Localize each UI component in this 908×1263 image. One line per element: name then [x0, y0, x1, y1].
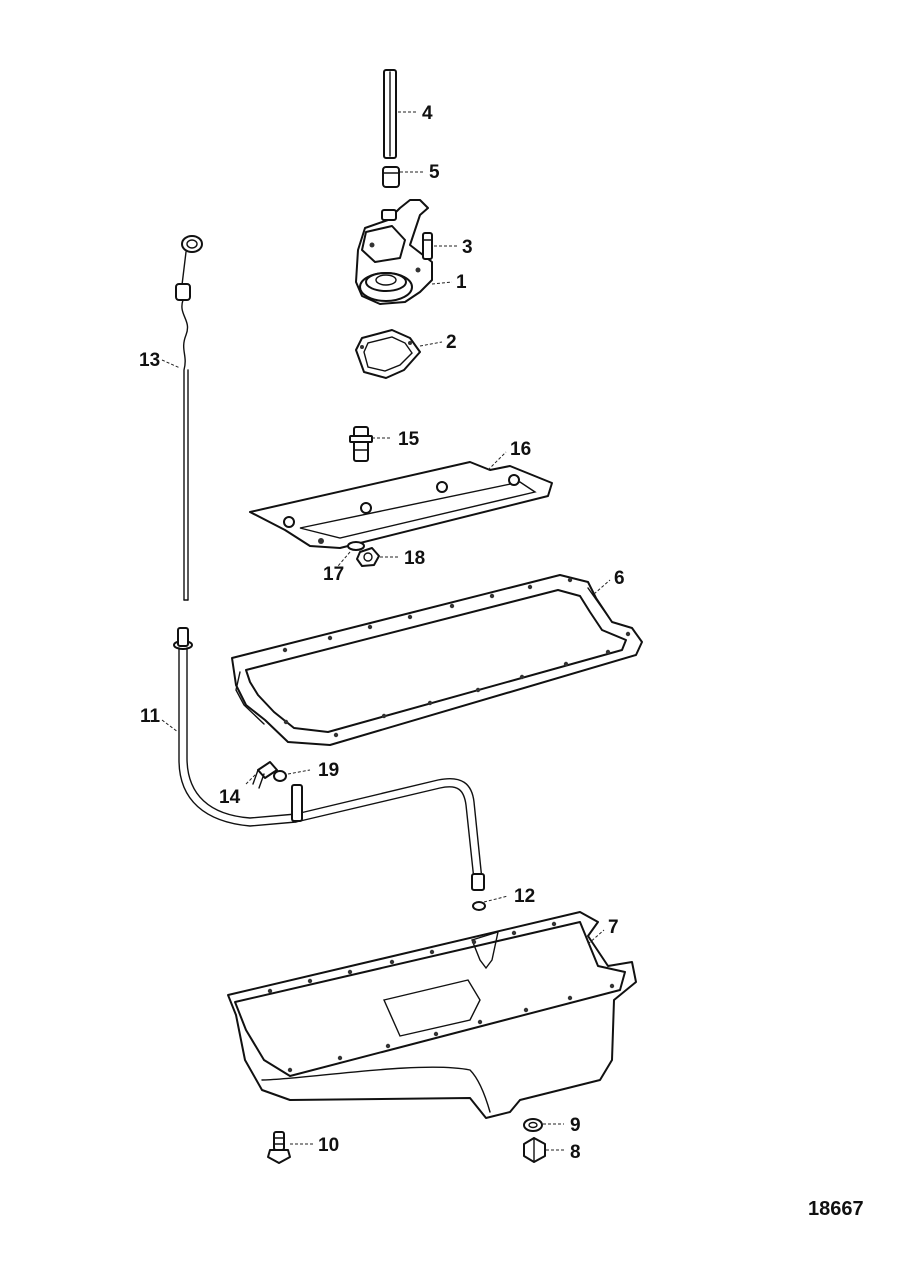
callout-8: 8: [570, 1142, 581, 1163]
callout-2: 2: [446, 332, 457, 353]
part-8-drain-plug[interactable]: [523, 1137, 546, 1163]
part-1-oil-pump[interactable]: [355, 199, 433, 305]
part-9-washer[interactable]: [523, 1118, 543, 1132]
part-4-pump-shaft[interactable]: [383, 69, 397, 159]
callout-18: 18: [404, 548, 425, 569]
callout-11: 11: [140, 706, 161, 727]
callout-13: 13: [139, 350, 160, 371]
callout-10: 10: [318, 1135, 339, 1156]
part-14-bolt[interactable]: [252, 761, 278, 789]
part-19-washer[interactable]: [273, 770, 287, 782]
leader-lines: [161, 111, 611, 1151]
callout-15: 15: [398, 429, 420, 450]
part-15-stud[interactable]: [349, 426, 373, 462]
callout-labels: 4 5 3 1 2 13 15 16 17 18 6 11 19 14 12 7…: [139, 103, 625, 1163]
callout-4: 4: [422, 103, 433, 124]
callout-3: 3: [462, 237, 473, 258]
part-5-coupling[interactable]: [382, 166, 400, 188]
figure-number: 18667: [808, 1198, 864, 1220]
callout-17: 17: [323, 564, 344, 585]
callout-7: 7: [608, 917, 619, 938]
callout-6: 6: [614, 568, 625, 589]
callout-5: 5: [429, 162, 440, 183]
callout-1: 1: [456, 272, 467, 293]
part-11-dipstick-tube[interactable]: [173, 627, 297, 827]
part-13-dipstick[interactable]: [175, 235, 203, 601]
part-3-stud[interactable]: [422, 232, 433, 260]
callout-16: 16: [510, 439, 531, 460]
part-2-gasket[interactable]: [355, 329, 421, 379]
part-7-oil-pan[interactable]: [227, 911, 637, 1119]
callout-19: 19: [318, 760, 339, 781]
callout-9: 9: [570, 1115, 581, 1136]
callout-14: 14: [219, 787, 241, 808]
part-18-nut[interactable]: [356, 547, 380, 567]
part-12-pickup-tube[interactable]: [291, 778, 486, 911]
part-10-bolt[interactable]: [267, 1131, 291, 1164]
callout-12: 12: [514, 886, 535, 907]
part-16-baffle[interactable]: [249, 461, 553, 549]
part-6-pan-gasket[interactable]: [231, 574, 643, 746]
part-17-washer[interactable]: [347, 541, 365, 551]
